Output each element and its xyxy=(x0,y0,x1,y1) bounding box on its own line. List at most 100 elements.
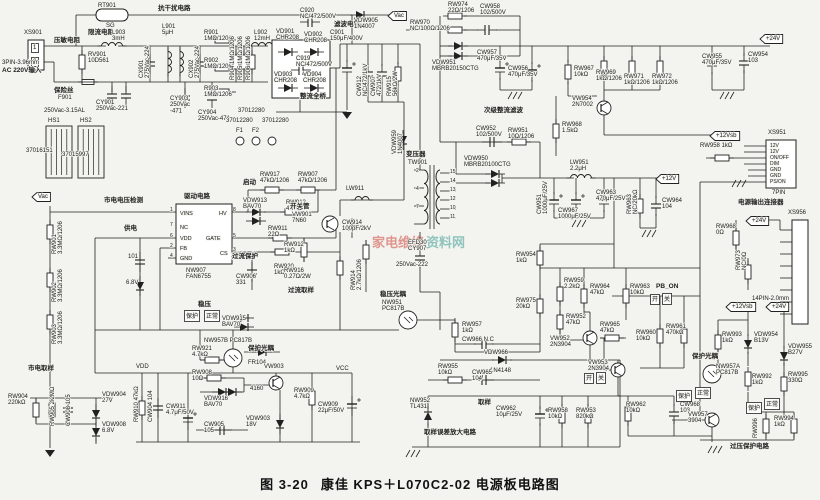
component-label: 保护 xyxy=(746,402,762,414)
svg-text:XS901: XS901 xyxy=(24,30,43,36)
symbol-d xyxy=(350,11,370,19)
symbol-c xyxy=(180,88,190,108)
component-label: F2 xyxy=(251,127,260,135)
svg-text:市电电压检测: 市电电压检测 xyxy=(104,195,144,204)
symbol-d xyxy=(252,348,272,356)
component-label: 次级整流滤波 xyxy=(483,104,524,115)
svg-text:+12V: +12V xyxy=(662,176,676,182)
symbol-r xyxy=(240,50,248,74)
symbol-c xyxy=(347,218,357,238)
component-label: 37012280 xyxy=(225,117,254,125)
svg-text:13: 13 xyxy=(450,187,456,193)
svg-text:次级整流滤波: 次级整流滤波 xyxy=(484,105,524,114)
svg-text:TW901: TW901 xyxy=(408,160,428,166)
symbol-r xyxy=(443,12,467,20)
svg-text:101: 101 xyxy=(128,254,139,260)
symbol-d xyxy=(492,356,512,364)
symbol-q xyxy=(704,412,720,428)
svg-text:+24V: +24V xyxy=(766,36,780,42)
component-label: 供电 xyxy=(122,222,138,233)
component-label: 抗干扰电路 xyxy=(157,2,192,13)
component-label: F1 xyxy=(235,127,244,135)
svg-text:滤波电容: 滤波电容 xyxy=(334,19,361,28)
symbol-r xyxy=(762,414,770,438)
svg-text:GND: GND xyxy=(770,173,782,179)
component-label: 12V xyxy=(769,142,780,150)
svg-text:CW9511000μF/25V: CW9511000μF/25V xyxy=(537,181,549,214)
symbol-cp xyxy=(549,192,563,212)
svg-text:R904 1MΩ/1206: R904 1MΩ/1206 xyxy=(230,35,236,80)
component-label: 整流全桥 xyxy=(299,90,327,101)
symbol-r xyxy=(210,36,234,44)
component-label: 市电取样 xyxy=(27,362,55,373)
component-label: RT901 xyxy=(97,2,117,10)
component-label: RW9013.3MΩ/1206 xyxy=(51,220,65,255)
component-label: 开关管 xyxy=(289,200,311,211)
symbol-r xyxy=(32,398,40,422)
component-label: 250Vac-3.15AL xyxy=(43,107,86,115)
symbol-d xyxy=(92,404,100,424)
symbol-r xyxy=(556,310,564,334)
component-label: 保护 xyxy=(676,390,692,402)
symbol-r xyxy=(260,186,284,194)
component-label: 250Vac-222 xyxy=(395,261,429,269)
svg-text:37016151: 37016151 xyxy=(26,148,53,154)
symbol-box xyxy=(765,139,797,189)
svg-text:CX901275Vac-224: CX901275Vac-224 xyxy=(139,45,151,78)
symbol-r xyxy=(744,260,752,284)
symbol-r xyxy=(308,386,316,410)
component-label: 稳压 xyxy=(197,298,212,309)
symbol-boxr xyxy=(95,8,129,22)
svg-text:CW912NC/472/1kV: CW912NC/472/1kV xyxy=(357,64,369,96)
figure-number: 图 3-20 xyxy=(260,477,309,492)
svg-text:启动: 启动 xyxy=(243,177,257,186)
component-label: 8 xyxy=(232,206,237,214)
symbol-r xyxy=(46,310,54,334)
component-label: 37016151 xyxy=(25,147,54,155)
symbol-c xyxy=(145,54,155,74)
svg-text:VDD: VDD xyxy=(136,364,149,370)
svg-text:15: 15 xyxy=(450,169,456,175)
symbol-c xyxy=(415,248,425,268)
svg-text:RW973NC/0Ω: RW973NC/0Ω xyxy=(736,249,748,270)
symbol-q xyxy=(596,100,612,116)
svg-text:F2: F2 xyxy=(252,128,260,134)
symbol-d xyxy=(424,406,432,426)
component-label: 关 xyxy=(596,372,606,384)
svg-text:HS1: HS1 xyxy=(48,118,60,124)
svg-text:37012280: 37012280 xyxy=(226,118,253,124)
